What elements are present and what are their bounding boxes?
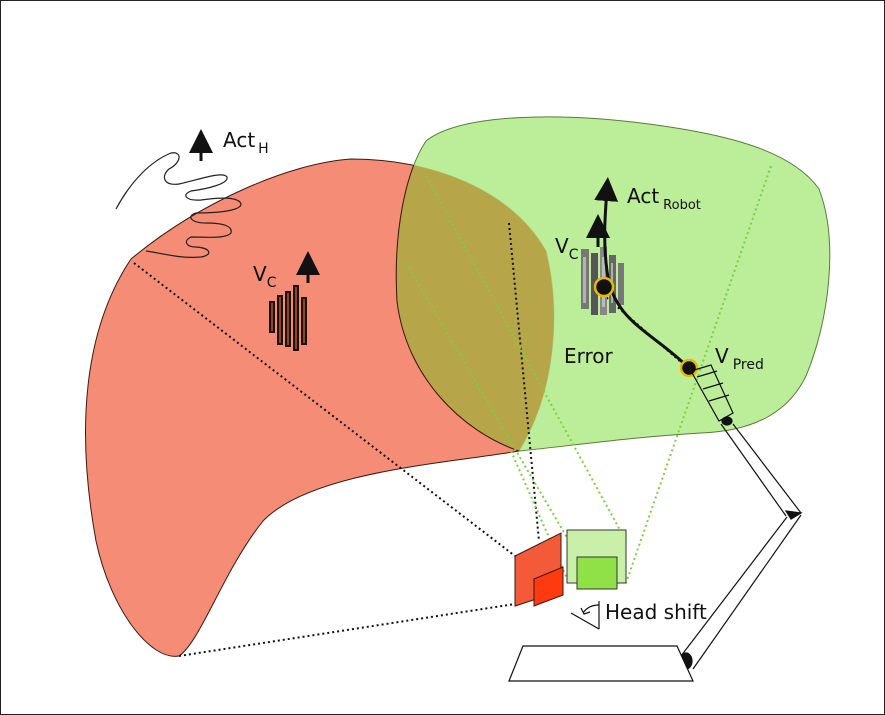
vc-left-bars	[269, 285, 307, 351]
robot-arm	[679, 364, 803, 670]
robot-screen	[566, 529, 627, 590]
act-robot-curve	[594, 177, 691, 370]
vc-right-label: VC	[555, 234, 579, 263]
vc-right-marker	[593, 276, 615, 298]
vc-left-label: VC	[253, 262, 277, 291]
error-label: Error	[564, 344, 614, 368]
human-hand	[115, 152, 242, 258]
head-shift-icon	[570, 601, 600, 630]
v-pred-marker	[679, 358, 699, 378]
head-shift-label: Head shift	[605, 600, 707, 624]
human-view-lines	[133, 222, 690, 657]
robot-base	[508, 645, 694, 682]
human-screen	[514, 532, 564, 607]
